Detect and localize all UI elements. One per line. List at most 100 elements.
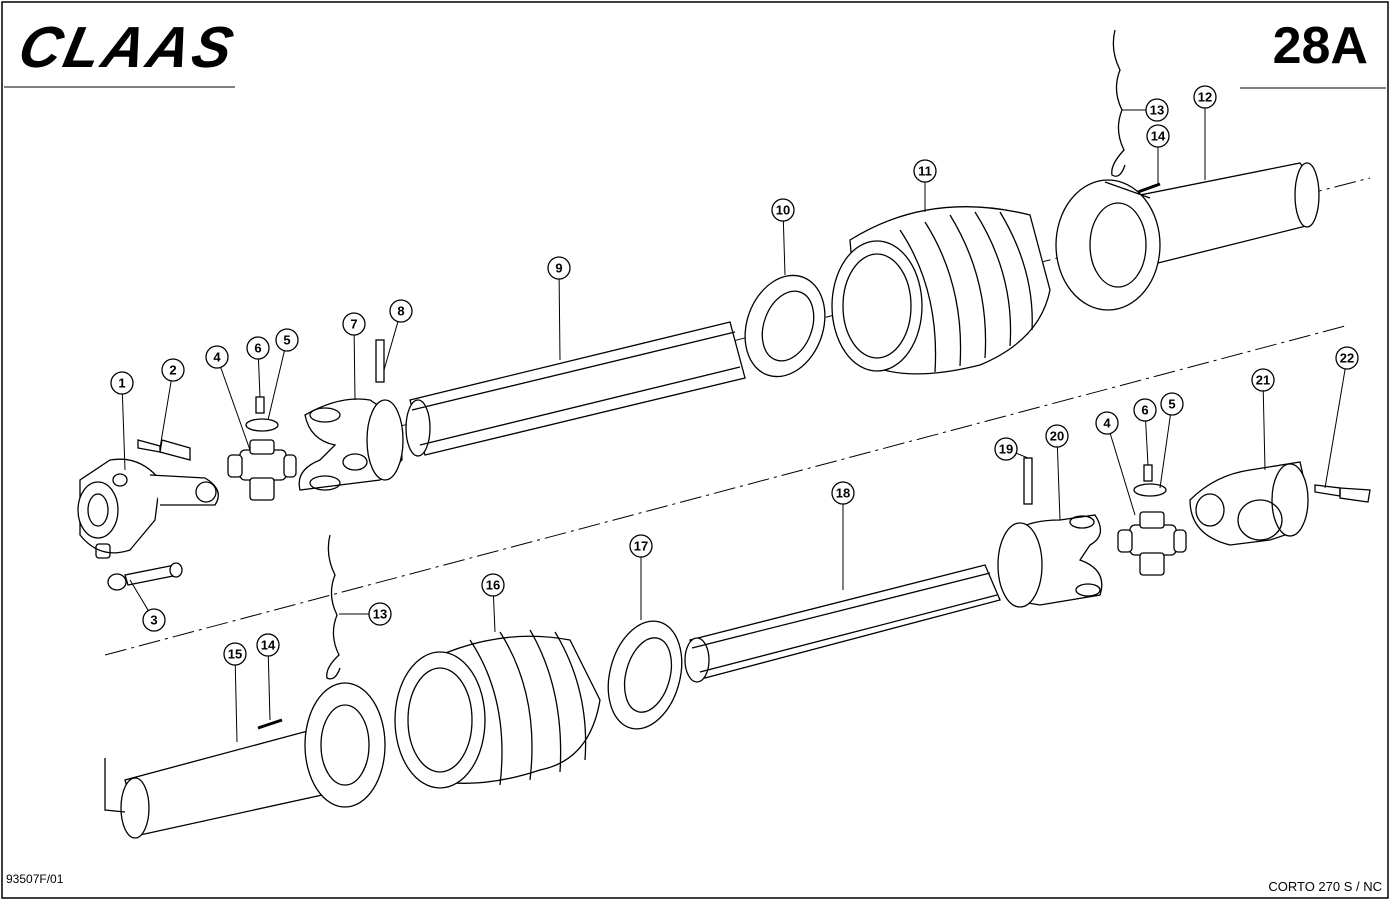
callout-c14a: 14 — [1146, 124, 1170, 148]
callout-c7: 7 — [342, 312, 366, 336]
leader-line-c10 — [782, 220, 786, 276]
leader-line-c2 — [159, 380, 172, 449]
leader-line-c3 — [129, 579, 149, 611]
callout-number: 19 — [999, 442, 1013, 457]
page-number: 28A — [1272, 17, 1368, 75]
callout-c3: 3 — [142, 608, 166, 632]
callout-bubble — [205, 345, 229, 369]
document-code: 93507F/01 — [6, 872, 64, 886]
yoke-21-part — [1189, 461, 1309, 546]
leader-line-c19 — [1015, 452, 1029, 459]
circlip-5-upper-part — [245, 418, 279, 432]
callout-bubble — [1251, 368, 1275, 392]
callout-bubble — [771, 198, 795, 222]
callout-bubble — [161, 358, 185, 382]
callout-c5b: 5 — [1160, 392, 1184, 416]
leader-lines — [121, 108, 1346, 743]
callout-number: 21 — [1256, 373, 1270, 388]
callout-bubble — [1193, 85, 1217, 109]
callout-c14b: 14 — [256, 633, 280, 657]
callout-bubble — [1095, 411, 1119, 435]
callout-bubble — [1146, 124, 1170, 148]
callout-number: 5 — [1168, 397, 1175, 412]
callout-bubble — [368, 602, 392, 626]
roll-pin-19-part — [1023, 457, 1033, 505]
callout-bubble — [547, 256, 571, 280]
yoke-1-part — [77, 458, 219, 559]
callout-bubble — [275, 328, 299, 352]
callout-number: 20 — [1050, 429, 1064, 444]
leader-line-c20 — [1056, 446, 1061, 521]
profile-tube-18-part — [684, 564, 1001, 683]
leader-line-c4b — [1109, 433, 1136, 516]
yoke-20-part — [997, 514, 1103, 608]
callout-c6a: 6 — [246, 336, 270, 360]
model-name: CORTO 270 S / NC — [1268, 879, 1382, 894]
leader-line-c8 — [383, 321, 399, 371]
callout-c13a: 13 — [1145, 98, 1169, 122]
callout-number: 6 — [1141, 403, 1148, 418]
leader-line-c4a — [220, 367, 251, 451]
callout-number: 2 — [169, 363, 176, 378]
lower-shaft-axis — [104, 325, 1346, 656]
bellows-11-part — [831, 206, 1051, 375]
callout-number: 18 — [836, 486, 850, 501]
callout-number: 4 — [1103, 416, 1111, 431]
callout-number: 4 — [213, 350, 221, 365]
screw-14-lower-part — [257, 718, 283, 730]
callout-number: 7 — [350, 317, 357, 332]
callout-c20: 20 — [1045, 424, 1069, 448]
leader-line-c14b — [267, 655, 271, 721]
cross-4-upper-part — [227, 439, 297, 501]
leader-line-c9 — [558, 278, 561, 361]
callout-c11: 11 — [913, 159, 937, 183]
callout-bubble — [481, 573, 505, 597]
callout-c1: 1 — [110, 371, 134, 395]
callout-bubble — [1133, 398, 1157, 422]
callout-c9: 9 — [547, 256, 571, 280]
callout-c12: 12 — [1193, 85, 1217, 109]
callout-bubble — [142, 608, 166, 632]
callout-number: 16 — [486, 578, 500, 593]
callout-number: 9 — [555, 261, 562, 276]
callout-c8: 8 — [389, 299, 413, 323]
callout-c16: 16 — [481, 573, 505, 597]
callout-number: 5 — [283, 333, 290, 348]
chain-13-upper-part — [1111, 29, 1126, 177]
callout-bubble — [994, 437, 1018, 461]
callout-number: 12 — [1198, 90, 1212, 105]
callout-bubble — [110, 371, 134, 395]
callout-number: 17 — [634, 539, 648, 554]
claas-logo: CLAAS — [13, 15, 242, 80]
callout-bubble — [223, 642, 247, 666]
callout-c6b: 6 — [1133, 398, 1157, 422]
callout-bubble — [256, 633, 280, 657]
callout-c17: 17 — [629, 534, 653, 558]
yoke-7-part — [298, 398, 404, 491]
callout-number: 3 — [150, 613, 157, 628]
callout-c22: 22 — [1335, 346, 1359, 370]
callout-number: 22 — [1340, 351, 1354, 366]
pin-22-part — [1314, 484, 1371, 503]
callout-number: 14 — [1151, 129, 1166, 144]
callout-number: 1 — [118, 376, 125, 391]
callout-c13b: 13 — [368, 602, 392, 626]
callout-number: 14 — [261, 638, 276, 653]
grease-nipple-6-upper-part — [255, 396, 265, 414]
leader-line-c5a — [267, 350, 285, 421]
leader-line-c6a — [257, 358, 261, 398]
callout-bubble — [1145, 98, 1169, 122]
callout-number: 15 — [228, 647, 242, 662]
callout-c4b: 4 — [1095, 411, 1119, 435]
leader-line-c16 — [492, 595, 496, 633]
profile-tube-9-part — [405, 321, 746, 457]
callout-number: 6 — [254, 341, 261, 356]
callout-bubble — [342, 312, 366, 336]
callout-c19: 19 — [994, 437, 1018, 461]
leader-line-c21 — [1262, 390, 1266, 471]
bearing-ring-17-part — [607, 620, 683, 730]
chain-13-lower-part — [326, 534, 341, 680]
